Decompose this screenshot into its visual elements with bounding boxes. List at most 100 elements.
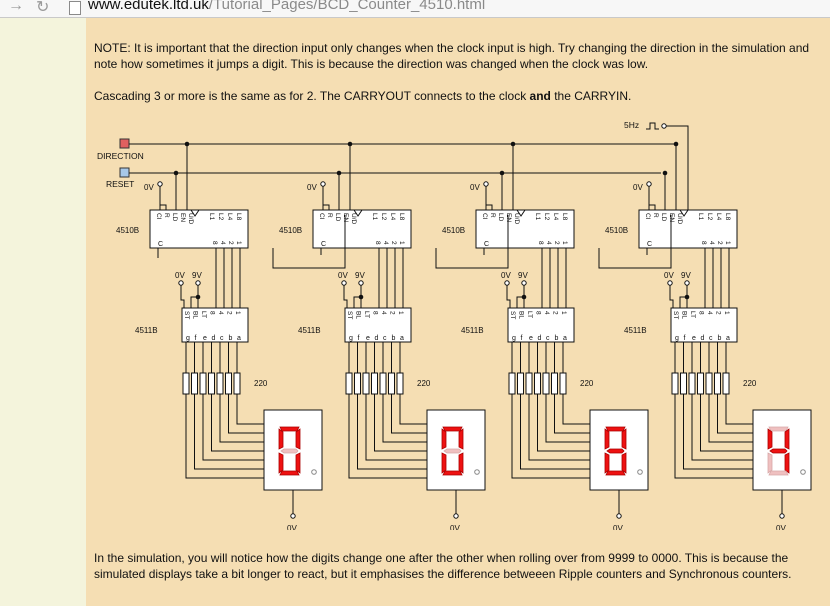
decoder-pin-label: ST xyxy=(509,311,516,319)
display-wire xyxy=(562,394,590,425)
resistor-label: 220 xyxy=(254,379,268,388)
terminal xyxy=(646,181,652,187)
zero-volt-label: 0V xyxy=(307,183,317,192)
reset-label: RESET xyxy=(106,179,134,189)
terminal xyxy=(320,181,326,187)
supply-wire xyxy=(679,296,687,308)
resistor xyxy=(508,372,516,395)
decoder-pin-label: f xyxy=(195,335,197,342)
resistor xyxy=(233,372,241,395)
counter-pin-label: CI xyxy=(155,213,162,220)
segment-d xyxy=(768,470,789,476)
segment-c xyxy=(295,452,301,474)
zero-volt-label: 0V xyxy=(613,524,623,530)
supply-wire xyxy=(669,285,674,308)
zero-volt-label: 0V xyxy=(501,271,511,280)
forward-arrow-icon[interactable]: → xyxy=(8,0,24,14)
counter-pin-label: 2 xyxy=(553,241,560,245)
display-wire xyxy=(691,394,753,461)
resistor xyxy=(697,372,704,395)
counter-chip-label: 4510B xyxy=(605,226,628,235)
counter-pin-label: L4 xyxy=(552,213,559,221)
counter-pin-label: 4 xyxy=(219,241,226,245)
segment-g xyxy=(280,448,299,454)
supply-wire xyxy=(180,285,185,308)
url-text[interactable]: www.edutek.ltd.uk/Tutorial_Pages/BCD_Cou… xyxy=(88,0,485,13)
zero-volt-label: 0V xyxy=(664,271,674,280)
resistor xyxy=(388,372,395,395)
decoder-chip-2 xyxy=(344,307,412,343)
segment-d xyxy=(279,470,300,476)
counter-pin-label: 8 xyxy=(374,241,381,245)
terminal xyxy=(667,280,673,286)
segment-f xyxy=(767,428,773,450)
terminal xyxy=(341,280,347,286)
note-paragraph: NOTE: It is important that the direction… xyxy=(94,41,810,71)
resistor-label: 220 xyxy=(743,379,757,388)
resistor xyxy=(182,372,190,395)
decoder-pin-label: e xyxy=(366,335,370,342)
counter-pin-label: 4 xyxy=(708,241,715,245)
counter-chip-1 xyxy=(149,209,249,249)
clock-symbol xyxy=(646,122,659,130)
supply-wire xyxy=(506,285,511,308)
direction-label: DIRECTION xyxy=(97,151,144,161)
counter-pin-label: L1 xyxy=(208,213,215,221)
resistor xyxy=(559,372,567,395)
supply-wire xyxy=(516,296,524,308)
segment-b xyxy=(458,428,464,450)
decoder-pin-label: e xyxy=(529,335,533,342)
segment-c xyxy=(784,452,790,474)
resistor xyxy=(216,372,224,395)
segment-a xyxy=(442,426,463,432)
counter-pin-label: 8 xyxy=(700,241,707,245)
display-wire xyxy=(511,394,590,479)
carry-wire xyxy=(272,215,346,269)
terminal xyxy=(483,181,489,187)
counter-pin-label: 8 xyxy=(211,241,218,245)
reload-icon[interactable]: ↻ xyxy=(36,0,50,16)
segment-d xyxy=(605,470,626,476)
clock-wire xyxy=(666,125,689,215)
decoder-pin-label: e xyxy=(203,335,207,342)
segment-a xyxy=(768,426,789,432)
terminal xyxy=(358,280,364,286)
decimal-point xyxy=(800,469,806,475)
decoder-pin-label: d xyxy=(538,335,542,342)
decoder-pin-label: a xyxy=(563,335,567,342)
counter-pin-label: U/D xyxy=(350,213,357,225)
supply-wire xyxy=(353,296,361,308)
segment-e xyxy=(767,452,773,474)
decoder-chip-label: 4511B xyxy=(624,326,647,335)
decoder-pin-label: e xyxy=(692,335,696,342)
counter-pin-label: R xyxy=(489,213,496,218)
terminal xyxy=(684,280,690,286)
nine-volt-label: 9V xyxy=(681,271,691,280)
counter-pin-label: L8 xyxy=(235,213,242,221)
display-wire xyxy=(194,394,264,470)
decoder-pin-label: g xyxy=(186,335,190,342)
zero-volt-label: 0V xyxy=(450,524,460,530)
resistor xyxy=(534,372,541,395)
segment-e xyxy=(441,452,447,474)
clock-notch xyxy=(353,209,363,217)
counter-pin-label: 4 xyxy=(382,241,389,245)
display-wire xyxy=(236,394,264,425)
zero-volt-label: 0V xyxy=(175,271,185,280)
reset-switch xyxy=(119,167,130,178)
counter-chip-4 xyxy=(638,209,738,249)
display-wire xyxy=(374,394,427,452)
decoder-pin-label: 1 xyxy=(234,311,241,315)
terminal xyxy=(521,280,527,286)
address-bar[interactable]: → ↻ www.edutek.ltd.uk/Tutorial_Pages/BCD… xyxy=(0,0,830,18)
resistor xyxy=(517,372,524,395)
segment-b xyxy=(295,428,301,450)
zero-volt-label: 0V xyxy=(776,524,786,530)
segment-e xyxy=(278,452,284,474)
terminal xyxy=(453,513,459,519)
terminal xyxy=(779,513,785,519)
counter-pin-label: LD xyxy=(497,213,504,222)
counter-pin-label: C xyxy=(647,241,652,248)
terminal xyxy=(504,280,510,286)
